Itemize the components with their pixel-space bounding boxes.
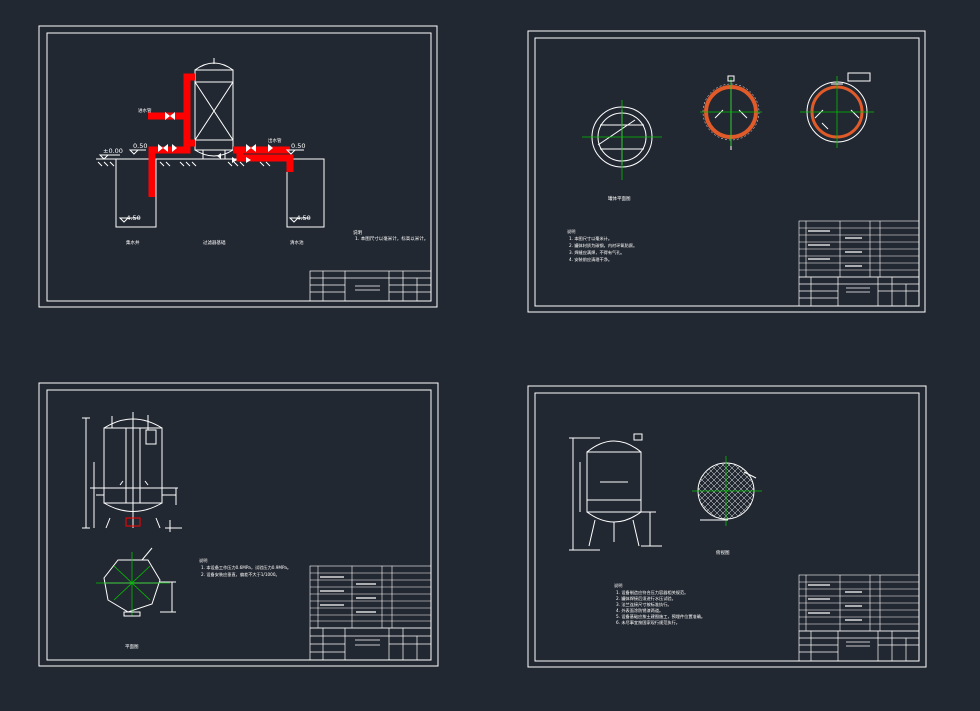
plan-view-3 <box>800 72 874 148</box>
label-foundation: 过滤器基础 <box>203 239 226 246</box>
notes-line: 3. 焊缝应满焊，不得有气孔。 <box>569 249 625 256</box>
parts-table <box>798 220 920 278</box>
notes-line: 2. 设备安装应垂直，偏差不大于1/1000。 <box>201 571 280 578</box>
sheet-1-outer-border <box>38 25 438 308</box>
sheet-4-caption: 俯视图 <box>716 549 730 556</box>
notes-title: 说明 <box>353 229 362 236</box>
label-outlet: 出水管 <box>268 137 282 144</box>
depth-left-label: -4.50 <box>124 214 141 222</box>
valve-icon <box>232 157 251 163</box>
level-inlet-label: 0.50 <box>133 142 147 150</box>
plan-view-2 <box>700 75 762 150</box>
sheet-1-inner-border <box>46 32 432 302</box>
inlet-pipe <box>148 73 195 197</box>
level-outlet-label: 0.50 <box>291 142 305 150</box>
notes-line: 4. 外表面涂防锈漆两道。 <box>616 607 663 614</box>
level-markers <box>98 149 310 223</box>
notes-title: 说明 <box>567 228 575 235</box>
sheet-4: 俯视图 说明 1. 设备制造应符合压力容器相关规范。 2. 罐体焊接后须进行水压… <box>527 385 927 668</box>
notes-line: 2. 罐体材质为碳钢，内衬环氧防腐。 <box>569 242 637 249</box>
notes-line: 4. 安装前应清理干净。 <box>569 256 612 263</box>
valve-icon <box>172 144 177 152</box>
sheet-2-outer-border <box>527 30 926 313</box>
notes-line: 1. 本图尺寸以毫米计。 <box>569 235 612 242</box>
sheet-3: 平面图 说明 1. 本设备工作压力0.6MPa，试验压力0.9MPa。 2. 设… <box>38 382 439 667</box>
level-zero-label: ±0.00 <box>103 147 123 155</box>
vessel-plan <box>96 547 176 617</box>
notes-title: 说明 <box>199 557 207 564</box>
sheet-2-caption: 罐体平面图 <box>608 195 631 202</box>
valve-icon <box>268 144 273 152</box>
notes-line: 1. 本图尺寸以毫米计，标高以米计。 <box>355 235 428 242</box>
outlet-pipe <box>233 146 294 172</box>
vessel-elevation <box>569 433 662 551</box>
sheet-1: ±0.00 0.50 0.50 -4.50 -4.50 进水管 出水管 集水井 … <box>38 25 438 308</box>
notes-line: 5. 设备基础应按土建图施工，预埋件位置准确。 <box>616 613 705 620</box>
sheet-2: 罐体平面图 说明 <box>527 30 926 313</box>
valve-icon <box>165 112 175 120</box>
label-inlet: 进水管 <box>138 107 152 114</box>
valve-icon <box>217 153 221 159</box>
notes-line: 1. 设备制造应符合压力容器相关规范。 <box>616 589 688 596</box>
sheet-3-caption: 平面图 <box>125 644 139 650</box>
title-block <box>798 630 920 662</box>
label-sump: 集水井 <box>126 239 140 246</box>
notes-title: 说明 <box>614 582 622 589</box>
filter-vessel <box>194 58 234 160</box>
valve-icon <box>246 144 256 152</box>
sheet-3-outer-border <box>38 382 439 667</box>
sheet-4-outer-border <box>527 385 927 668</box>
valve-icon <box>158 144 168 152</box>
parts-table <box>798 574 920 632</box>
notes-line: 1. 本设备工作压力0.6MPa，试验压力0.9MPa。 <box>201 564 291 571</box>
piping <box>148 73 294 197</box>
title-block <box>798 276 920 307</box>
vessel-plan <box>692 456 762 526</box>
label-clearwell: 清水池 <box>290 239 304 246</box>
notes-line: 3. 法兰连接尺寸按标准执行。 <box>616 601 672 608</box>
parts-table <box>309 565 432 629</box>
vessel-elevation <box>82 412 182 532</box>
valves <box>158 112 273 163</box>
sheet-4-inner-border <box>534 392 920 662</box>
plan-view-1 <box>582 100 662 180</box>
title-block <box>309 627 432 661</box>
notes-line: 6. 未尽事宜按国家现行规范执行。 <box>616 619 680 626</box>
notes-line: 2. 罐体焊接后须进行水压试验。 <box>616 595 676 602</box>
title-block <box>309 270 432 302</box>
sheet-3-inner-border <box>46 389 432 661</box>
depth-right-label: -4.50 <box>294 214 311 222</box>
sheet-2-inner-border <box>534 37 920 307</box>
